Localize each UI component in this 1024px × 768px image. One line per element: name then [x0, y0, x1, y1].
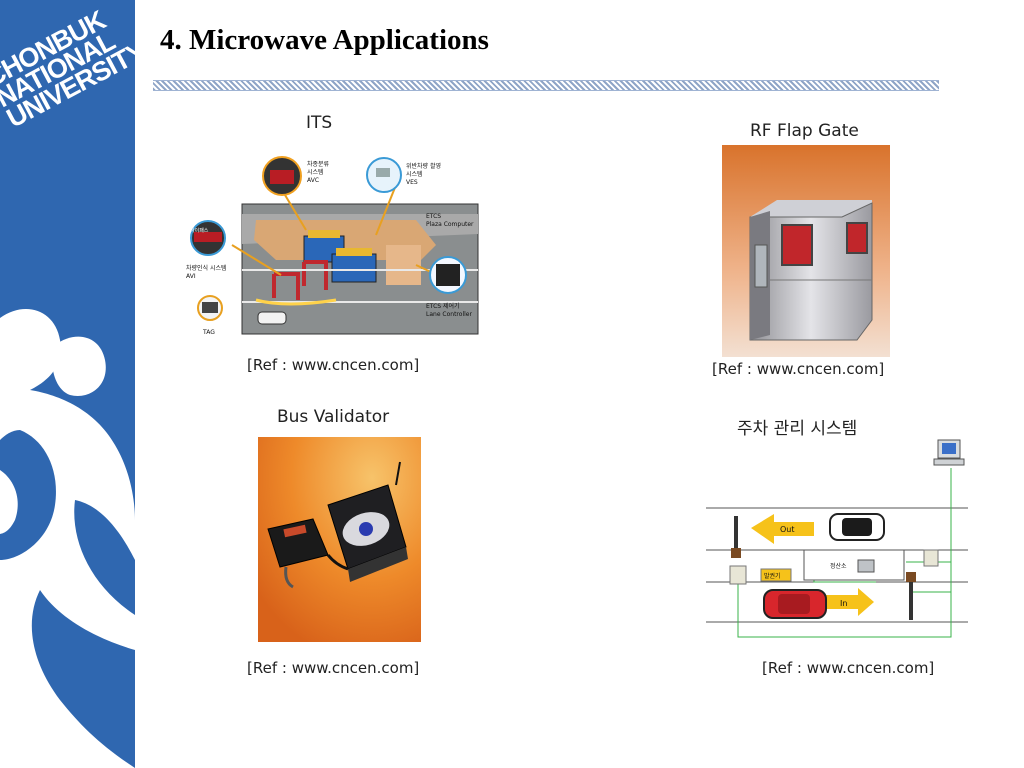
- its-diagram: 차종분류 시스템 AVC 위반차량 촬영 시스템 VES ETCS Plaza …: [186, 156, 479, 336]
- plaza-label: ETCS: [426, 213, 441, 220]
- lane-controller-box: [436, 264, 460, 286]
- validator-antenna: [395, 461, 401, 486]
- its-caption: ITS: [306, 113, 333, 133]
- in-label: In: [840, 599, 847, 608]
- slide-title: 4. Microwave Applications: [160, 24, 489, 56]
- avi-display: [194, 232, 222, 242]
- its-pointer: [281, 189, 307, 231]
- out-label: Out: [780, 525, 795, 534]
- booth-terminal-icon: [857, 559, 875, 573]
- ves-label: 위반차량 촬영: [406, 162, 441, 170]
- parking-diagram: Out 발권기 정산소 In: [706, 439, 968, 638]
- its-reference: [Ref : www.cncen.com]: [247, 356, 420, 374]
- exit-antenna-unit: [729, 565, 747, 585]
- tag-label: TAG: [202, 329, 215, 336]
- its-gantry-2: [302, 260, 328, 290]
- server-screen: [942, 443, 956, 454]
- ves-label: 시스템: [406, 171, 423, 178]
- rf-gate-photo: [722, 145, 890, 357]
- ves-label: VES: [406, 179, 418, 186]
- avi-label: AVI: [186, 273, 196, 280]
- validator-logo: [359, 522, 373, 536]
- university-sidebar: CHONBUK NATIONAL UNIVERSITY: [0, 0, 135, 768]
- avc-label: AVC: [307, 177, 319, 184]
- terminal-display: [283, 524, 307, 538]
- bus-validator-photo: [258, 437, 421, 642]
- gate-reader: [754, 244, 768, 288]
- gate-panel: [781, 224, 813, 266]
- exit-barrier-pole: [734, 516, 738, 556]
- rf-gate-reference: [Ref : www.cncen.com]: [712, 360, 885, 378]
- plaza-label: Plaza Computer: [426, 221, 474, 228]
- avi-label: 차량인식 시스템: [186, 264, 227, 272]
- parking-caption: 주차 관리 시스템: [737, 419, 858, 439]
- its-car: [257, 311, 287, 325]
- server-keyboard: [933, 458, 965, 466]
- lane-label: Lane Controller: [426, 311, 472, 318]
- gate-top: [750, 200, 872, 220]
- ves-camera-body: [376, 168, 390, 177]
- terminal-cable: [326, 554, 349, 571]
- booth-label: 하이패스: [190, 227, 209, 234]
- entry-reader: [906, 572, 916, 582]
- incoming-car-roof: [778, 594, 810, 614]
- its-ramp: [386, 245, 421, 285]
- booth-label: 정산소: [830, 562, 847, 570]
- parking-reference: [Ref : www.cncen.com]: [762, 659, 935, 677]
- tag-device: [202, 302, 218, 313]
- outgoing-car-roof: [842, 518, 872, 536]
- bus-reference: [Ref : www.cncen.com]: [247, 659, 420, 677]
- validator-base: [348, 547, 408, 582]
- rf-gate-caption: RF Flap Gate: [750, 121, 859, 141]
- gate-panel: [846, 222, 868, 254]
- its-bus-1-roof: [308, 230, 340, 238]
- entry-barrier-pole: [909, 582, 913, 620]
- title-divider: [153, 80, 939, 91]
- avc-label: 차종분류: [307, 160, 330, 168]
- runner-logo: [0, 309, 135, 768]
- its-pointer: [231, 244, 282, 276]
- lane-label: ETCS 제어기: [426, 302, 460, 310]
- its-bus-2: [331, 253, 377, 283]
- avc-label: 시스템: [307, 169, 324, 176]
- booth-area: [803, 549, 905, 581]
- its-bus-2-roof: [336, 248, 372, 256]
- its-detector-loop: [255, 298, 337, 306]
- out-arrow: [751, 514, 814, 544]
- bus-caption: Bus Validator: [277, 407, 390, 427]
- ticket-machine: [760, 568, 792, 582]
- ticket-label: 발권기: [764, 572, 781, 580]
- its-gantry-1: [272, 272, 300, 300]
- in-arrow: [824, 588, 874, 616]
- avc-vehicle: [270, 170, 294, 184]
- terminal-cable: [284, 566, 294, 589]
- entry-antenna-unit: [923, 549, 939, 567]
- exit-reader: [731, 548, 741, 558]
- its-pointer: [375, 184, 397, 236]
